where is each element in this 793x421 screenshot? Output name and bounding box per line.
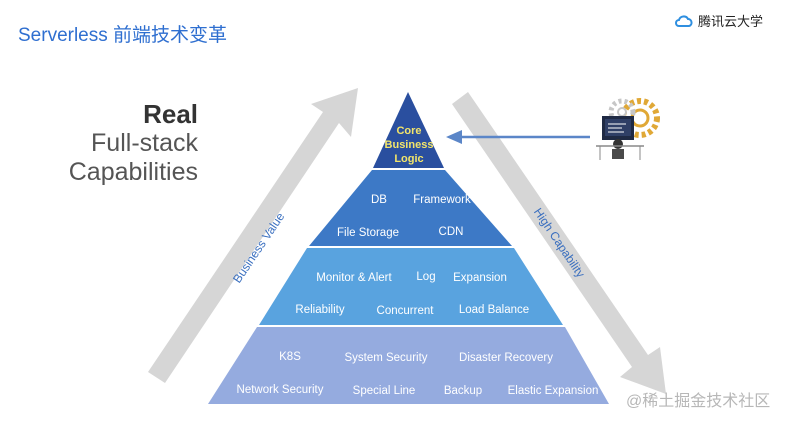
- pyramid-tier-3: [259, 248, 563, 325]
- tier4-item-k8s: K8S: [279, 351, 301, 363]
- developer-with-gears-icon: [596, 98, 660, 160]
- top-line-logic: Logic: [394, 153, 423, 165]
- tier4-item-network-security: Network Security: [237, 384, 324, 396]
- brand: 腾讯云大学: [674, 11, 763, 30]
- real-fullstack-heading: Real Full-stack Capabilities: [69, 100, 198, 187]
- tier2-item-file-storage: File Storage: [337, 227, 399, 239]
- watermark: @稀土掘金技术社区: [626, 393, 771, 410]
- pyramid-tier-2: [309, 170, 512, 246]
- pyramid-tier-top: [373, 92, 444, 168]
- pyramid-tier-4: [208, 327, 609, 404]
- tier2-item-db: DB: [371, 194, 387, 206]
- tier3-item-monitor-alert: Monitor & Alert: [316, 272, 392, 284]
- tier3-item-load-balance: Load Balance: [459, 304, 529, 316]
- page-title: Serverless 前端技术变革: [18, 25, 228, 46]
- tier4-item-system-security: System Security: [344, 352, 427, 364]
- heading-real: Real: [143, 99, 198, 129]
- brand-name: 腾讯云大学: [697, 14, 763, 29]
- top-line-core: Core: [396, 125, 421, 137]
- tier3-item-log: Log: [416, 271, 435, 283]
- tier4-item-disaster-recovery: Disaster Recovery: [459, 352, 553, 364]
- tier2-item-cdn: CDN: [439, 226, 464, 238]
- high-capability-label: High Capability: [531, 205, 588, 280]
- tier3-item-expansion: Expansion: [453, 272, 507, 284]
- heading-fullstack: Full-stack: [91, 129, 198, 157]
- heading-capabilities: Capabilities: [68, 158, 198, 186]
- tencent-cloud-logo-icon: [674, 15, 693, 27]
- tier4-item-special-line: Special Line: [353, 385, 416, 397]
- pointer-arrow: [446, 130, 590, 144]
- tier4-item-backup: Backup: [444, 385, 482, 397]
- tier3-item-concurrent: Concurrent: [377, 305, 435, 317]
- tier3-item-reliability: Reliability: [295, 304, 344, 316]
- top-line-business: Business: [385, 139, 434, 151]
- tier2-item-framework: Framework: [413, 194, 471, 206]
- tier4-item-elastic-expansion: Elastic Expansion: [508, 385, 599, 397]
